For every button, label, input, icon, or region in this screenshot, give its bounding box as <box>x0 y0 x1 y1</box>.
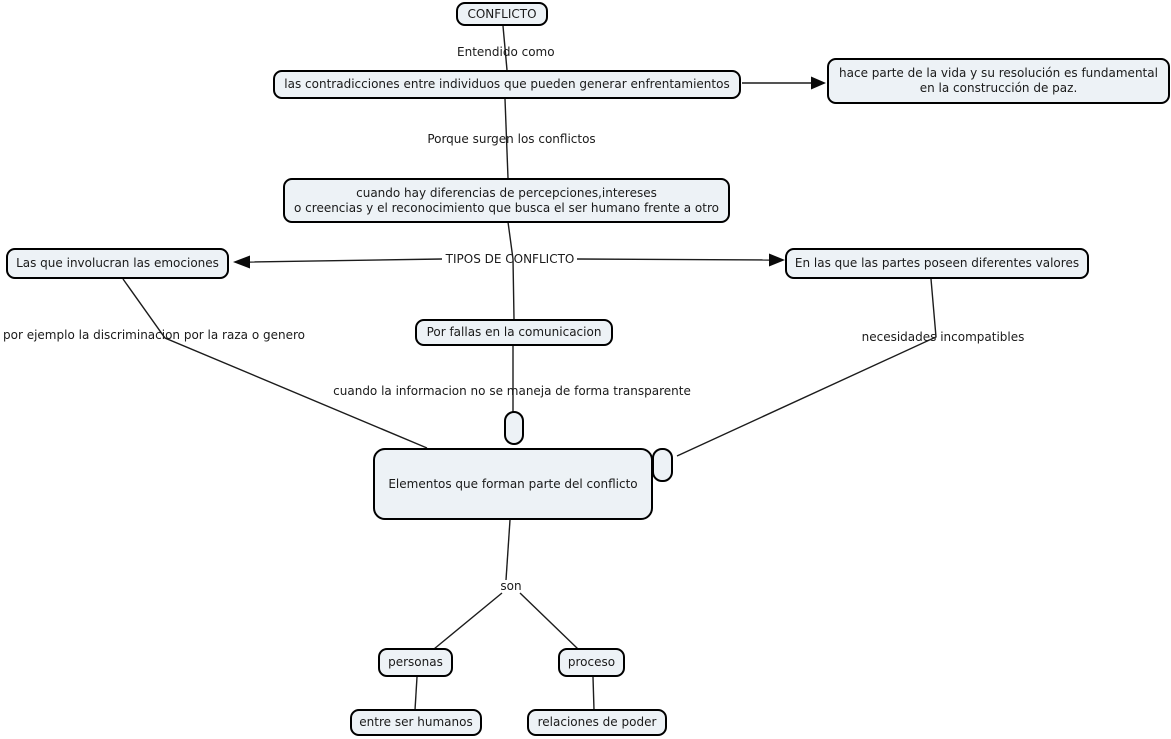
line-son-personas <box>433 592 503 650</box>
link-label-necesidades: necesidades incompatibles <box>861 330 1025 344</box>
node-hace-parte-line2: en la construcción de paz. <box>919 81 1078 95</box>
line-personas-entrehumanos <box>414 676 418 711</box>
link-label-entendido-como: Entendido como <box>457 45 555 59</box>
node-diferencias-line2: o creencias y el reconocimiento que busc… <box>294 200 719 215</box>
node-relaciones-poder: relaciones de poder <box>527 709 667 736</box>
line-contradicciones-diferencias <box>504 98 509 179</box>
link-label-cuando-info: cuando la informacion no se maneja de fo… <box>333 384 691 398</box>
link-label-por-ejemplo: por ejemplo la discriminacion por la raz… <box>3 328 305 342</box>
node-diferencias-line1: cuando hay diferencias de percepciones,i… <box>356 185 657 200</box>
line-son-proceso <box>519 592 579 650</box>
node-entre-humanos: entre ser humanos <box>350 709 482 736</box>
node-hace-parte: hace parte de la vida y su resolución es… <box>827 58 1170 104</box>
arrowhead-right-haceparte <box>811 76 826 90</box>
line-tipos-valores <box>576 258 771 261</box>
line-diferencias-fallas <box>507 221 515 320</box>
line-proceso-relaciones <box>592 676 595 711</box>
line-valores-elementos <box>676 278 937 457</box>
line-emociones-elementos <box>122 278 428 449</box>
node-valores: En las que las partes poseen diferentes … <box>785 248 1089 279</box>
connector-pill-top <box>504 411 524 445</box>
connector-pill-right <box>652 448 673 482</box>
line-elementos-son <box>505 519 511 581</box>
node-elementos: Elementos que forman parte del conflicto <box>373 448 653 520</box>
node-diferencias: cuando hay diferencias de percepciones,i… <box>283 178 730 223</box>
node-contradicciones: las contradicciones entre individuos que… <box>273 70 741 99</box>
node-hace-parte-line1: hace parte de la vida y su resolución es… <box>839 66 1158 80</box>
link-label-porque-surgen: Porque surgen los conflictos <box>427 132 596 146</box>
node-fallas: Por fallas en la comunicacion <box>415 319 613 346</box>
line-conflicto-contradicciones <box>502 25 508 71</box>
link-label-son: son <box>500 579 522 593</box>
arrowhead-right-valores <box>769 253 785 267</box>
line-tipos-emociones <box>248 258 443 263</box>
node-emociones: Las que involucran las emociones <box>6 248 229 279</box>
node-conflicto: CONFLICTO <box>456 2 548 26</box>
node-personas: personas <box>378 648 453 677</box>
arrowhead-left-emociones <box>233 255 250 269</box>
node-proceso: proceso <box>558 648 625 677</box>
link-label-tipos-de-conflicto: TIPOS DE CONFLICTO <box>445 252 575 266</box>
